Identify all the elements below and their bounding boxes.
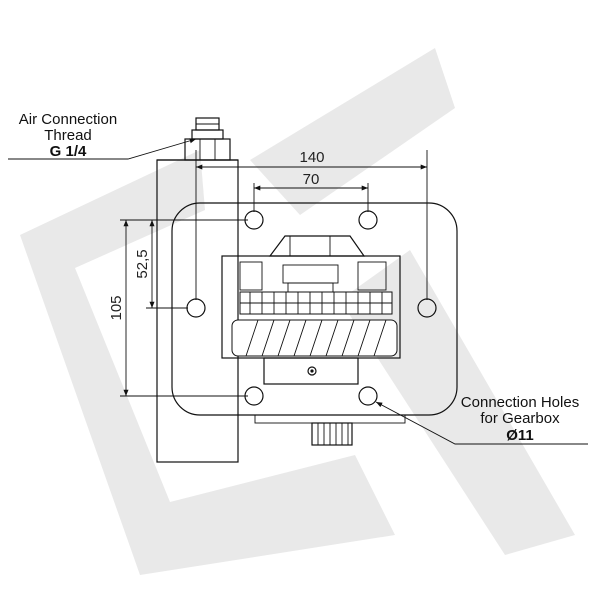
connection-holes-callout: Connection Holes for Gearbox Ø11 — [375, 394, 588, 445]
air-connection-line1: Air Connection — [19, 111, 117, 128]
air-connection-line2: Thread — [44, 127, 92, 144]
helical-gear — [231, 261, 398, 357]
air-connection-callout: Air Connection Thread G 1/4 — [8, 111, 197, 160]
gear-housing — [221, 235, 401, 385]
connection-holes-line1: Connection Holes — [461, 394, 579, 411]
hole-mid-left — [186, 298, 206, 318]
dim-52-5-label: 52,5 — [134, 249, 151, 278]
dimension-52-5: 52,5 — [134, 220, 188, 309]
dimension-140: 140 — [195, 149, 428, 300]
connection-holes-diameter: Ø11 — [506, 427, 534, 444]
watermark-logo — [20, 48, 575, 575]
dim-140-label: 140 — [299, 149, 324, 166]
hole-bottom-right — [358, 386, 378, 406]
dim-70-label: 70 — [303, 171, 320, 188]
connection-holes-line2: for Gearbox — [480, 410, 560, 427]
dimension-105: 105 — [108, 219, 248, 397]
dimension-70: 70 — [253, 171, 369, 212]
spur-gear — [239, 291, 393, 315]
air-connection-thread-size: G 1/4 — [50, 143, 87, 160]
air-fitting — [184, 117, 231, 161]
hole-top-right — [358, 210, 378, 230]
output-shaft — [311, 422, 353, 446]
dim-105-label: 105 — [108, 295, 125, 320]
